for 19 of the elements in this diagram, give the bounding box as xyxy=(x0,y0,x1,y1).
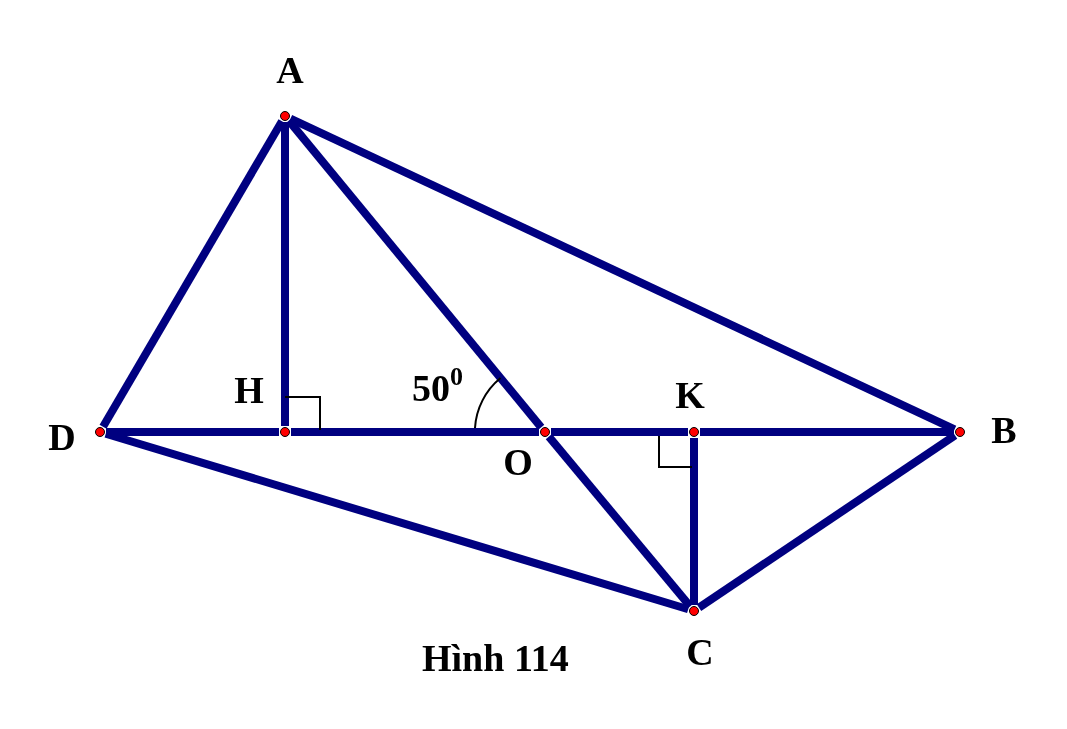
point-label: K xyxy=(674,373,706,417)
line-segment xyxy=(545,434,694,609)
point-label: O xyxy=(502,440,534,484)
point-label: C xyxy=(685,630,715,674)
point-label: B xyxy=(990,408,1018,452)
line-segment xyxy=(106,428,279,436)
line-segment xyxy=(690,438,698,605)
line-segment xyxy=(285,118,545,430)
line-segment xyxy=(281,122,289,426)
figure-caption: Hình 114 xyxy=(422,636,569,680)
angle-label: 50$^{0}$ xyxy=(412,366,463,410)
line-segment xyxy=(291,428,539,436)
line-segment xyxy=(99,119,286,429)
point-label: D xyxy=(47,415,77,459)
point-label: H xyxy=(233,368,265,412)
line-segment xyxy=(700,428,954,436)
point-label: A xyxy=(275,48,305,92)
line-segment xyxy=(551,428,688,436)
line-segment xyxy=(696,432,958,611)
